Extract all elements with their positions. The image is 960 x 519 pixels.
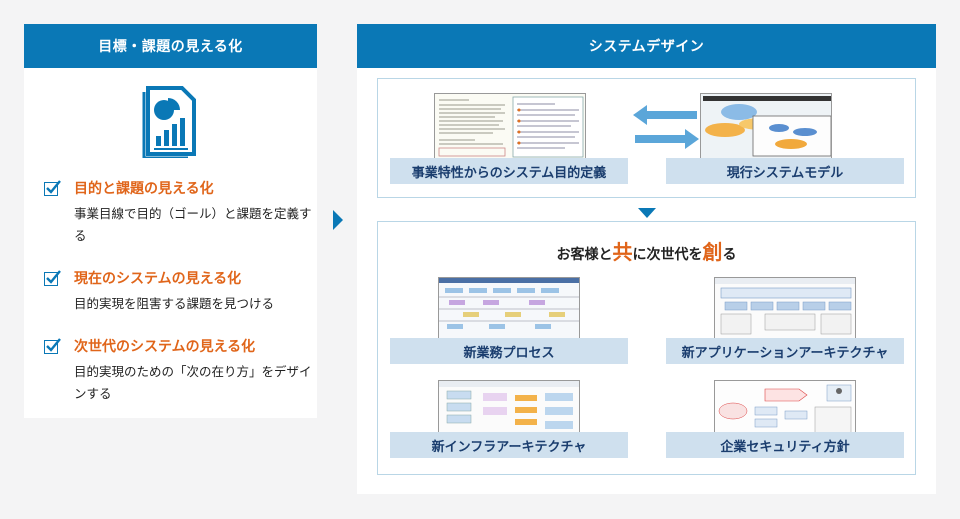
goal-desc: 事業目線で目的（ゴール）と課題を定義する	[74, 206, 312, 243]
flow-arrow-down-icon	[638, 208, 656, 218]
business-process-thumbnail	[438, 277, 580, 339]
check-icon	[44, 338, 61, 354]
current-system-model-label: 現行システムモデル	[666, 158, 904, 184]
document-chart-icon	[142, 86, 196, 158]
purpose-definition-label: 事業特性からのシステム目的定義	[390, 158, 628, 184]
new-business-process-label: 新業務プロセス	[390, 338, 628, 364]
goal-title: 現在のシステムの見える化	[74, 271, 242, 287]
tagline-emphasis: 共	[612, 240, 633, 264]
tagline-part: お客様と	[556, 247, 613, 263]
new-infrastructure-architecture-label: 新インフラアーキテクチャ	[390, 432, 628, 458]
system-design-header: システムデザイン	[357, 24, 936, 68]
goal-title: 目的と課題の見える化	[74, 181, 214, 197]
co-creation-tagline: お客様と共に次世代を創る	[378, 236, 915, 265]
system-design-panel: システムデザイン	[357, 24, 936, 494]
check-icon	[44, 180, 61, 196]
security-policy-thumbnail	[714, 380, 856, 442]
new-application-architecture-label: 新アプリケーションアーキテクチャ	[666, 338, 904, 364]
system-model-thumbnail	[700, 93, 832, 159]
current-analysis-box: 事業特性からのシステム目的定義 現行システムモデル	[377, 78, 916, 198]
infrastructure-architecture-thumbnail	[438, 380, 580, 442]
goal-desc: 目的実現を阻害する課題を見つける	[74, 296, 275, 311]
tagline-emphasis: 創	[702, 240, 723, 264]
application-architecture-thumbnail	[714, 277, 856, 339]
goal-desc: 目的実現のための「次の在り方」をデザインする	[74, 364, 312, 401]
enterprise-security-policy-label: 企業セキュリティ方針	[666, 432, 904, 458]
check-icon	[44, 270, 61, 286]
flow-arrow-right-icon	[333, 210, 343, 230]
tagline-part: る	[722, 247, 737, 263]
purpose-document-thumbnail	[434, 93, 586, 159]
goal-title: 次世代のシステムの見える化	[74, 339, 256, 355]
bidirectional-arrows-icon	[633, 105, 699, 149]
goals-panel-header: 目標・課題の見える化	[24, 24, 317, 68]
tagline-part: に次世代を	[632, 247, 703, 263]
goals-panel: 目標・課題の見える化 目的と課題の見える化 事業目線で目的（ゴール）と課題を定義…	[24, 24, 317, 418]
next-generation-box: お客様と共に次世代を創る	[377, 221, 916, 475]
